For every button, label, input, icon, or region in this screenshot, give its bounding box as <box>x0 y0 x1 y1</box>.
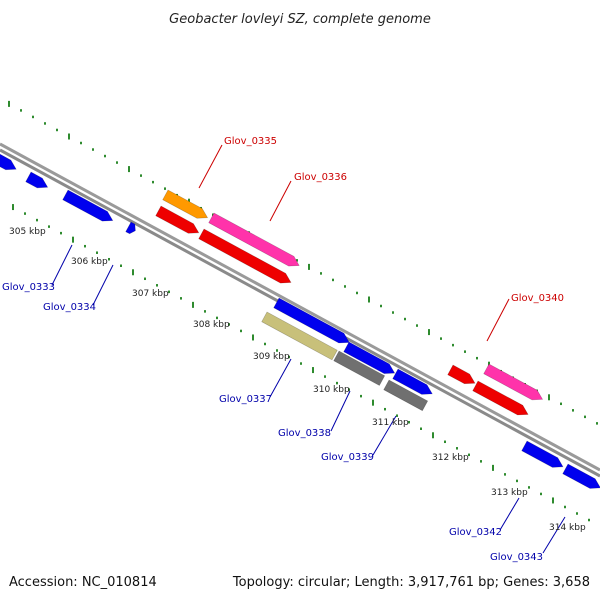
gene-feature <box>125 221 136 235</box>
gene-feature <box>447 364 476 385</box>
scale-label-309: 309 kbp <box>253 352 290 362</box>
scale-label-312: 312 kbp <box>432 453 469 463</box>
gene-feature-glov-0337 <box>261 311 338 361</box>
gene-feature-glov-0334 <box>62 189 114 222</box>
gene-label-glov-0333: Glov_0333 <box>2 282 55 293</box>
gene-feature <box>198 228 292 284</box>
accession-text: Accession: NC_010814 <box>9 575 157 590</box>
map-title: Geobacter lovleyi SZ, complete genome <box>169 12 431 27</box>
forward-gene-labels: Glov_0335 Glov_0336 Glov_0340 <box>224 136 564 304</box>
scale-label-308: 308 kbp <box>193 320 230 330</box>
gene-label-glov-0340: Glov_0340 <box>511 293 564 304</box>
scale-label-313: 313 kbp <box>491 488 528 498</box>
gene-feature <box>392 368 433 395</box>
gene-label-glov-0339: Glov_0339 <box>321 452 374 463</box>
scale-label-310: 310 kbp <box>313 385 350 395</box>
gene-feature <box>472 380 529 416</box>
inner-tick-row <box>12 204 590 522</box>
gene-features <box>0 153 600 489</box>
gene-feature <box>155 205 200 234</box>
scale-labels: 305 kbp 306 kbp 307 kbp 308 kbp 309 kbp … <box>9 227 586 533</box>
gene-feature <box>25 171 49 189</box>
gene-feature <box>273 297 350 344</box>
gene-label-glov-0338: Glov_0338 <box>278 428 331 439</box>
gene-feature <box>343 341 396 374</box>
gene-feature-glov-0335 <box>162 189 209 219</box>
genome-summary-text: Topology: circular; Length: 3,917,761 bp… <box>232 575 590 590</box>
scale-label-314: 314 kbp <box>549 523 586 533</box>
gene-feature-glov-0343 <box>562 463 600 489</box>
gene-feature-glov-0339 <box>383 379 429 412</box>
gene-label-glov-0337: Glov_0337 <box>219 394 272 405</box>
gene-label-glov-0336: Glov_0336 <box>294 172 347 183</box>
reverse-gene-labels: Glov_0333 Glov_0334 Glov_0337 Glov_0338 … <box>2 282 543 563</box>
gene-feature <box>0 153 17 171</box>
gene-label-glov-0343: Glov_0343 <box>490 552 543 563</box>
gene-feature-glov-0338 <box>333 350 386 386</box>
scale-label-306: 306 kbp <box>71 257 108 267</box>
gene-feature-glov-0336 <box>208 212 300 267</box>
gene-label-glov-0335: Glov_0335 <box>224 136 277 147</box>
gene-label-glov-0334: Glov_0334 <box>43 302 96 313</box>
gene-feature-glov-0342 <box>521 440 564 468</box>
scale-label-311: 311 kbp <box>372 418 409 428</box>
gene-label-glov-0342: Glov_0342 <box>449 527 502 538</box>
scale-label-305: 305 kbp <box>9 227 46 237</box>
scale-label-307: 307 kbp <box>132 289 169 299</box>
gene-feature-glov-0340 <box>483 363 544 401</box>
gene-label-leaders <box>51 144 566 554</box>
